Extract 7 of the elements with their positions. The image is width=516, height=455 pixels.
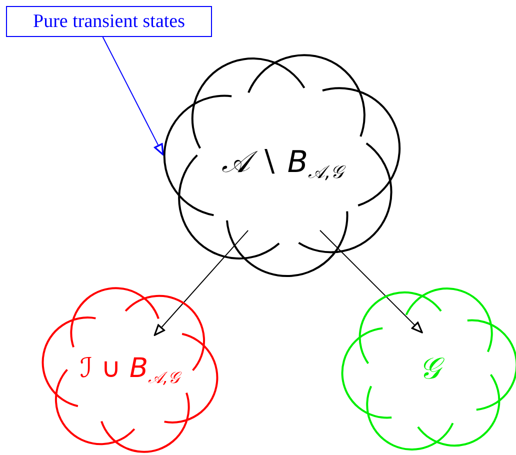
arrow (102, 36, 164, 156)
set-label: 𝒢 (343, 352, 516, 386)
set-label: 𝒜 ∖ B$_{𝒜,𝒢}$ (220, 144, 347, 183)
callout-label: Pure transient states (6, 6, 212, 37)
arrow (154, 230, 249, 336)
set-label: ℐ ∪ B$_{𝒜,𝒢}$ (78, 353, 183, 387)
arrow (320, 230, 423, 334)
